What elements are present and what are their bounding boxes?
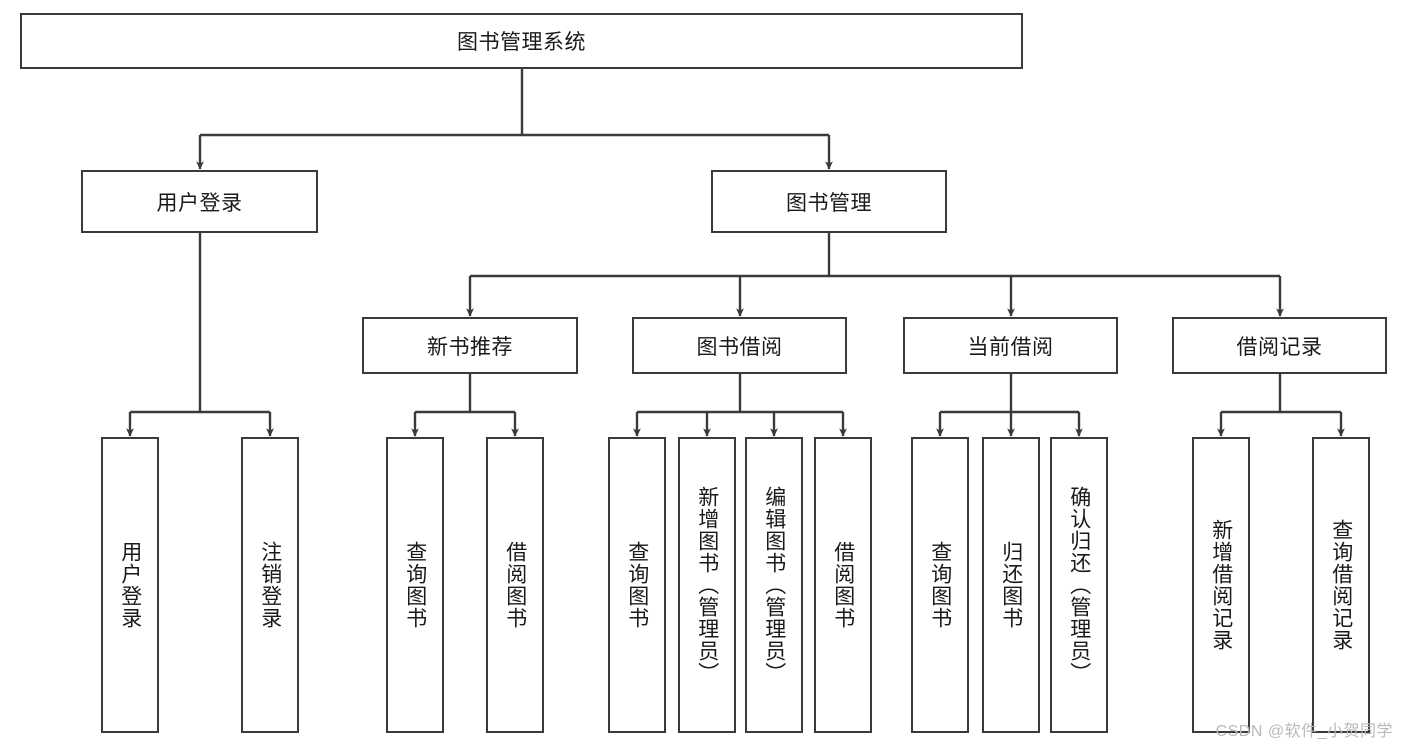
node-leaf_lr_add[interactable]: 新增借阅记录 — [1192, 437, 1250, 733]
node-label: 编辑图书（管理员） — [762, 486, 786, 684]
node-label: 注销登录 — [258, 541, 282, 629]
node-new_book_rec[interactable]: 新书推荐 — [362, 317, 578, 374]
node-leaf_nb_borrow[interactable]: 借阅图书 — [486, 437, 544, 733]
node-book_borrow[interactable]: 图书借阅 — [632, 317, 847, 374]
node-label: 用户登录 — [156, 191, 243, 215]
node-root[interactable]: 图书管理系统 — [20, 13, 1023, 69]
node-leaf_bb_add[interactable]: 新增图书（管理员） — [678, 437, 736, 733]
node-leaf_bb_edit[interactable]: 编辑图书（管理员） — [745, 437, 803, 733]
node-leaf_cl_query[interactable]: 查询图书 — [911, 437, 969, 733]
node-label: 用户登录 — [118, 541, 142, 629]
node-label: 查询图书 — [928, 541, 952, 629]
node-label: 查询借阅记录 — [1329, 519, 1353, 651]
node-leaf_nb_query[interactable]: 查询图书 — [386, 437, 444, 733]
node-leaf_cl_return[interactable]: 归还图书 — [982, 437, 1040, 733]
node-label: 查询图书 — [403, 541, 427, 629]
node-label: 借阅记录 — [1236, 335, 1323, 359]
node-leaf_user_logout[interactable]: 注销登录 — [241, 437, 299, 733]
node-leaf_bb_query[interactable]: 查询图书 — [608, 437, 666, 733]
node-label: 借阅图书 — [831, 541, 855, 629]
node-label: 图书借阅 — [696, 335, 783, 359]
node-label: 查询图书 — [625, 541, 649, 629]
node-leaf_user_login[interactable]: 用户登录 — [101, 437, 159, 733]
node-label: 图书管理系统 — [457, 31, 586, 54]
node-leaf_lr_query[interactable]: 查询借阅记录 — [1312, 437, 1370, 733]
csdn-watermark: CSDN @软件_小贺同学 — [1215, 723, 1393, 740]
node-label: 借阅图书 — [503, 541, 527, 629]
node-label: 归还图书 — [999, 541, 1023, 629]
node-label: 新书推荐 — [427, 335, 513, 359]
node-label: 新增借阅记录 — [1209, 519, 1233, 651]
node-label: 新增图书（管理员） — [695, 486, 719, 684]
node-label: 当前借阅 — [967, 335, 1054, 359]
node-leaf_bb_borrow[interactable]: 借阅图书 — [814, 437, 872, 733]
node-current_loan[interactable]: 当前借阅 — [903, 317, 1118, 374]
node-leaf_cl_confirm[interactable]: 确认归还（管理员） — [1050, 437, 1108, 733]
node-loan_records[interactable]: 借阅记录 — [1172, 317, 1387, 374]
node-book_manage[interactable]: 图书管理 — [711, 170, 947, 233]
node-label: 图书管理 — [786, 191, 872, 215]
node-label: 确认归还（管理员） — [1067, 486, 1091, 684]
node-user_login[interactable]: 用户登录 — [81, 170, 318, 233]
